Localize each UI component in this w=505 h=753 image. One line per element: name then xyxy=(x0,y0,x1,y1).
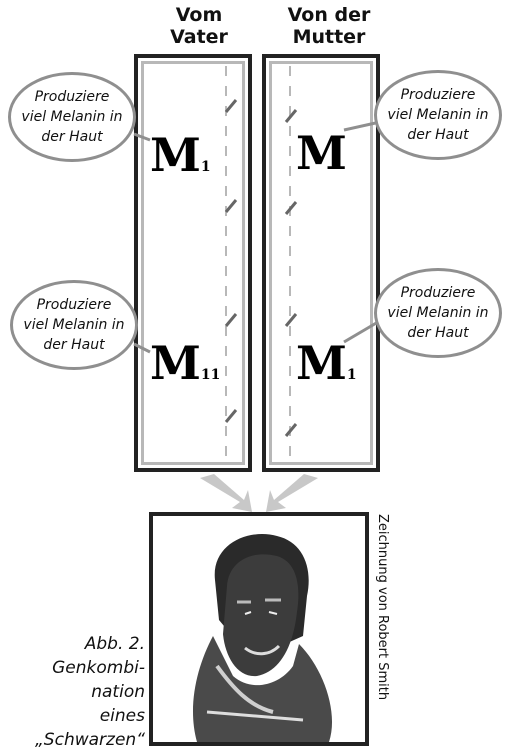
gene-label-father-bottom: M11 xyxy=(150,336,221,390)
bubble-father-bottom: Produziere viel Melanin in der Haut xyxy=(10,280,138,370)
bubble-mother-top: Produziere viel Melanin in der Haut xyxy=(374,70,502,160)
bubble-mother-bottom: Produziere viel Melanin in der Haut xyxy=(374,268,502,358)
header-from-father: Vom Vater xyxy=(170,4,228,48)
gene-label-mother-bottom: M1 xyxy=(296,336,357,390)
illustration-credit: Zeichnung von Robert Smith xyxy=(375,514,390,701)
chromosome-father xyxy=(134,54,252,472)
gene-label-father-top: M1 xyxy=(150,128,211,182)
gene-markers xyxy=(224,99,298,437)
portrait-drawing xyxy=(149,512,369,746)
header-from-mother: Von der Mutter xyxy=(287,4,371,48)
bubble-connectors xyxy=(133,120,381,354)
gene-label-mother-top: M xyxy=(296,126,347,180)
chromosome-mother xyxy=(262,54,380,472)
inheritance-arrows xyxy=(200,474,318,512)
portrait-illustration xyxy=(192,533,333,742)
bubble-father-top: Produziere viel Melanin in der Haut xyxy=(8,72,136,162)
figure-caption: Abb. 2. Genkombi- nation eines „Schwarze… xyxy=(35,634,145,750)
